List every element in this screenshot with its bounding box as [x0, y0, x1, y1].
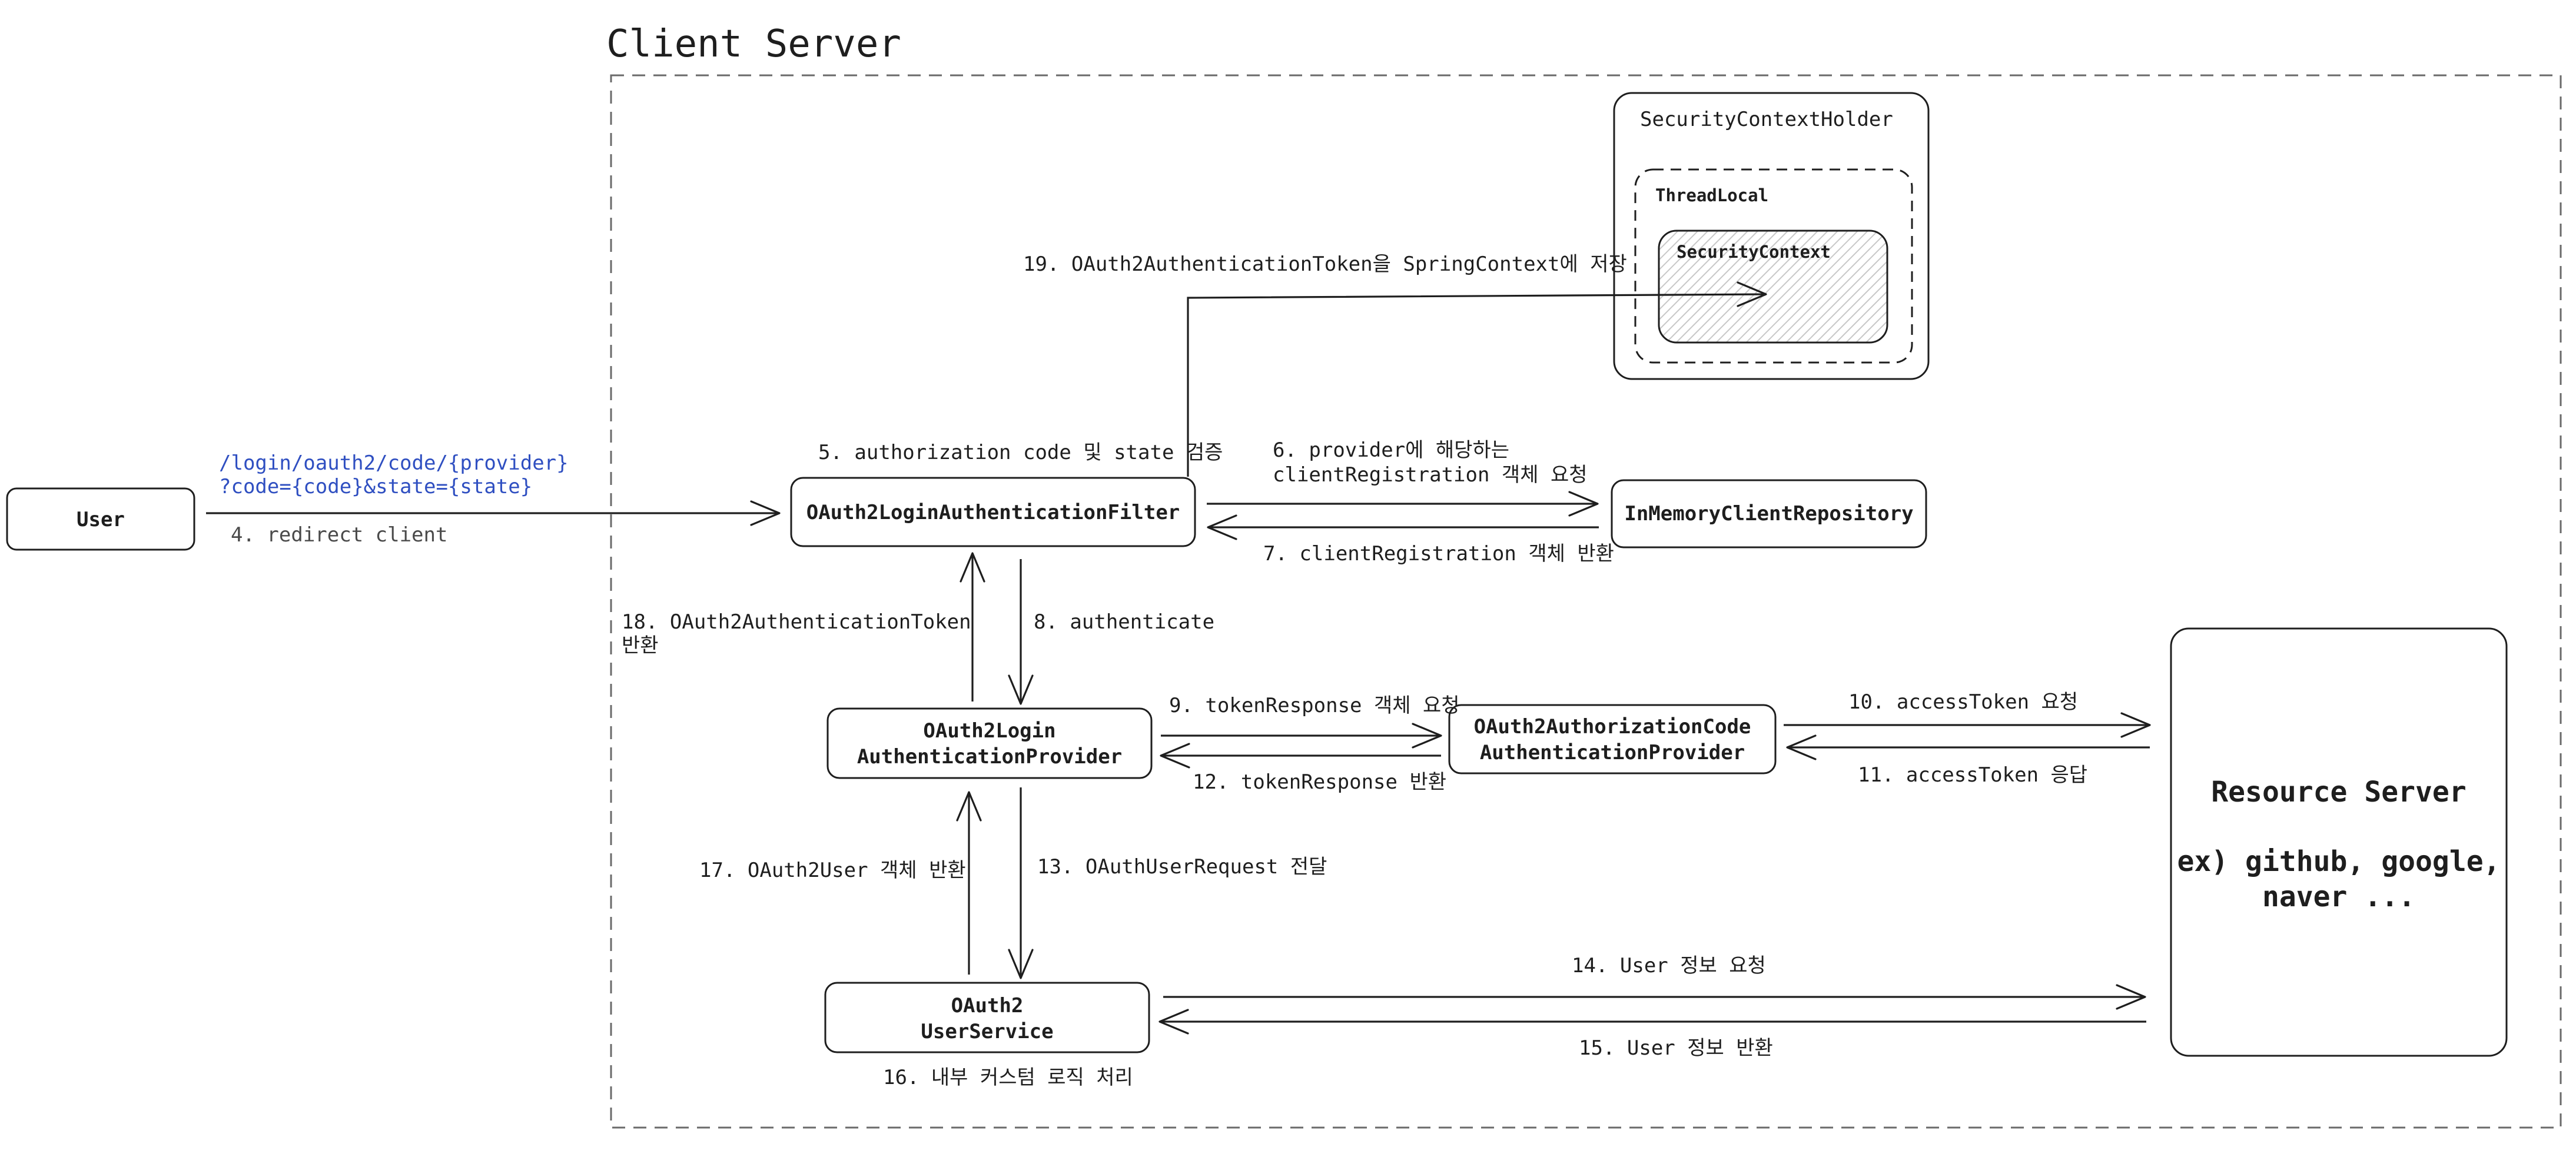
resource-server-box: [2170, 627, 2508, 1057]
step-19-label: 19. OAuth2AuthenticationToken을 SpringCon…: [1023, 252, 1627, 276]
user-label: User: [77, 508, 125, 531]
step-14-label: 14. User 정보 요청: [1572, 954, 1766, 978]
step-17-label: 17. OAuth2User 객체 반환: [699, 859, 966, 882]
arrow-client-registration-request-head: [1568, 491, 1599, 517]
authentication-filter-box: [790, 477, 1196, 547]
step-8-label: 8. authenticate: [1034, 610, 1214, 634]
step-5-label: 5. authorization code 및 state 검증: [818, 441, 1223, 464]
request-url-line-1: /login/oauth2/code/{provider}: [219, 451, 569, 475]
step-12-label: 12. tokenResponse 반환: [1193, 770, 1446, 794]
resource-server-example-1: ex) github, google,: [2177, 845, 2500, 878]
user-service-line-1: OAuth2: [951, 994, 1024, 1018]
step-4-label: 4. redirect client: [231, 523, 447, 547]
step-6-label-line-2: clientRegistration 객체 요청: [1273, 463, 1588, 487]
step-18-label-line-2: 반환: [622, 634, 659, 657]
thread-local-box: [1634, 168, 1913, 364]
step-7-label: 7. clientRegistration 객체 반환: [1263, 542, 1614, 566]
arrow-store-security-context: [1187, 293, 1767, 477]
step-13-label: 13. OAuthUserRequest 전달: [1037, 855, 1327, 879]
code-provider-line-1: OAuth2AuthorizationCode: [1474, 715, 1751, 739]
arrow-user-info-return-head: [1158, 1009, 1189, 1035]
security-context-holder-label: SecurityContextHolder: [1640, 108, 1893, 131]
resource-server-example-2: naver ...: [2262, 880, 2415, 913]
arrow-redirect-client-head: [750, 500, 781, 526]
diagram-title: Client Server: [606, 22, 901, 66]
step-11-label: 11. accessToken 응답: [1858, 763, 2087, 787]
login-provider-line-2: AuthenticationProvider: [857, 745, 1122, 769]
resource-server-title: Resource Server: [2211, 776, 2466, 809]
step-6-label-line-1: 6. provider에 해당하는: [1273, 438, 1509, 462]
arrow-authenticate-head: [1008, 674, 1034, 705]
arrow-user-request-head: [1008, 949, 1034, 979]
step-18-label-line-1: 18. OAuth2AuthenticationToken: [622, 610, 971, 634]
request-url-line-2: ?code={code}&state={state}: [219, 475, 532, 498]
login-authentication-provider-box: [826, 707, 1153, 779]
arrow-user-info-request-head: [2116, 984, 2146, 1010]
arrow-authentication-token-return-head: [960, 552, 985, 583]
user-service-line-2: UserService: [921, 1020, 1053, 1043]
arrow-client-registration-return-head: [1207, 514, 1237, 540]
arrow-store-security-context-head: [1737, 281, 1767, 307]
code-provider-line-2: AuthenticationProvider: [1480, 741, 1745, 764]
login-provider-line-1: OAuth2Login: [923, 719, 1055, 743]
step-9-label: 9. tokenResponse 객체 요청: [1169, 694, 1460, 717]
security-context-box: [1658, 230, 1888, 344]
authorization-code-provider-box: [1448, 704, 1777, 774]
step-10-label: 10. accessToken 요청: [1848, 690, 2078, 714]
user-service-box: [824, 982, 1150, 1053]
step-15-label: 15. User 정보 반환: [1579, 1036, 1773, 1060]
arrow-oauth2-user-return-head: [956, 791, 982, 822]
arrow-access-token-response-head: [1786, 734, 1817, 760]
client-repository-label: InMemoryClientRepository: [1624, 502, 1913, 526]
security-context-label: SecurityContext: [1677, 242, 1831, 262]
client-repository-box: [1611, 479, 1927, 548]
arrow-token-response-request-head: [1412, 723, 1442, 749]
thread-local-label: ThreadLocal: [1655, 185, 1768, 205]
arrow-token-response-return-head: [1160, 743, 1190, 769]
client-server-boundary: [610, 74, 2562, 1129]
arrow-access-token-request-head: [2120, 712, 2151, 738]
user-box: [6, 487, 195, 551]
step-16-label: 16. 내부 커스텀 로직 처리: [883, 1066, 1133, 1089]
authentication-filter-label: OAuth2LoginAuthenticationFilter: [806, 501, 1180, 524]
